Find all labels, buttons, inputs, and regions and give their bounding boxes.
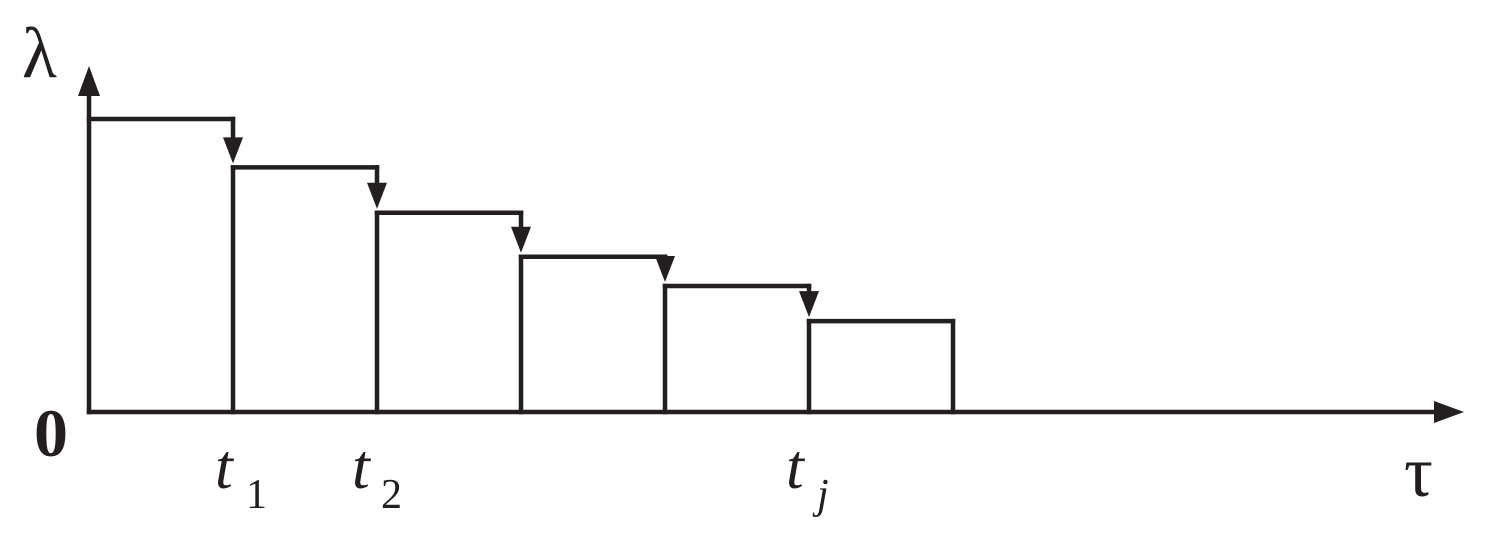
x-axis-label: τ [1404, 432, 1433, 512]
origin-label: 0 [34, 395, 68, 471]
tick-label-t2-base: t [352, 431, 372, 502]
step-drop-arrow-icon-2 [367, 182, 387, 209]
y-axis-arrow-icon [78, 66, 100, 96]
step-bars [86, 116, 956, 415]
x-axis-arrow-icon [1434, 401, 1464, 423]
tick-label-tj: t j [786, 431, 829, 518]
step-drop-arrow-icon-1 [223, 137, 243, 164]
y-axis-label: λ [22, 13, 57, 93]
tick-label-t1: t 1 [215, 431, 267, 518]
step-drop-arrow-icon-4 [655, 256, 675, 283]
tick-label-t1-sub: 1 [246, 472, 267, 518]
step-drop-arrow-icon-3 [511, 226, 531, 253]
tick-label-tj-sub: j [812, 472, 829, 518]
step-drop-arrow-icon-5 [799, 291, 819, 318]
tick-label-tj-base: t [786, 431, 806, 502]
tick-label-t2-sub: 2 [381, 472, 402, 518]
tick-label-t2: t 2 [352, 431, 402, 518]
tick-label-t1-base: t [215, 431, 235, 502]
